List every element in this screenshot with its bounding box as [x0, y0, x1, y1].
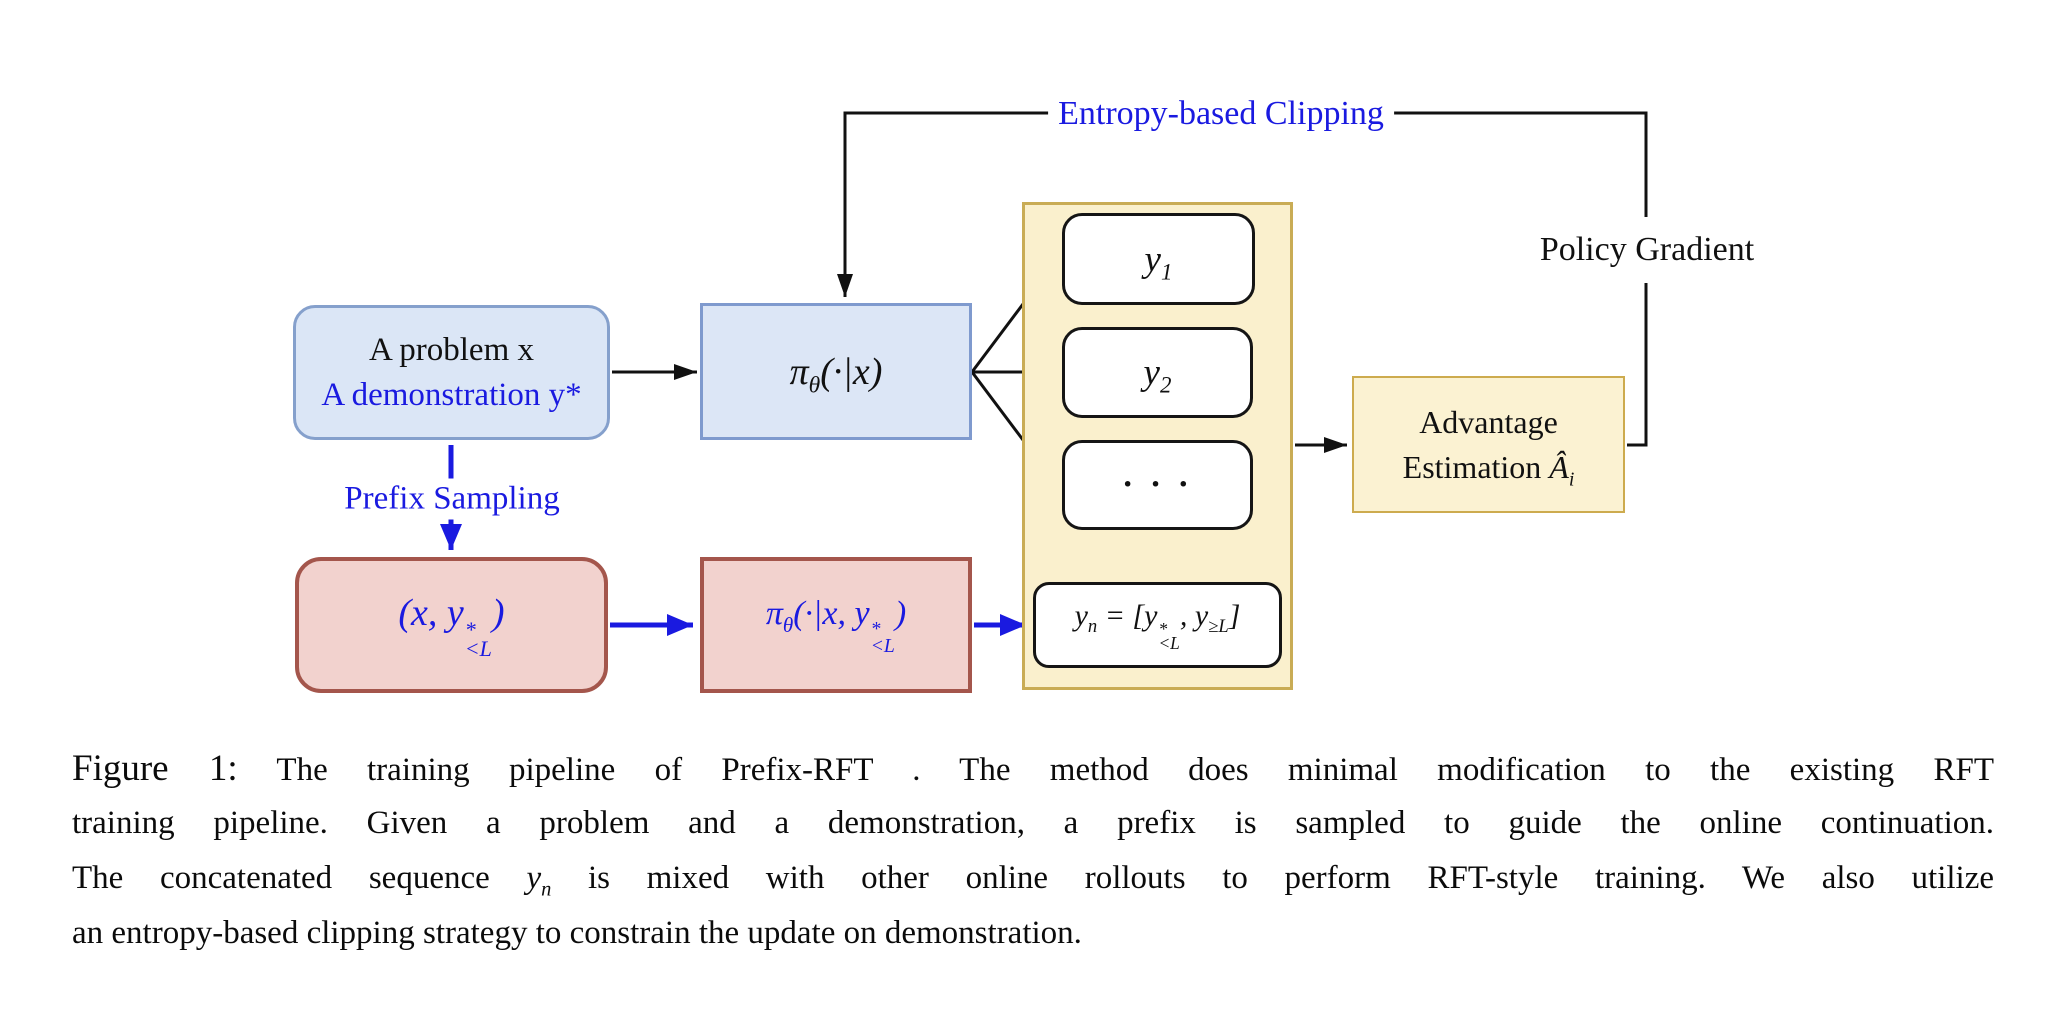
rollout-dots-box: · · ·: [1062, 440, 1253, 530]
y1-formula: y1: [1144, 238, 1173, 284]
caption-line-2: training pipeline. Given a problem and a…: [72, 805, 1994, 841]
caption-line-1: Figure 1: The training pipeline of Prefi…: [72, 748, 1995, 789]
prefix-pair-box: (x, y*<L): [295, 557, 608, 693]
figure-number: Figure 1:: [72, 748, 238, 789]
advantage-line2: Estimation Âi: [1402, 448, 1575, 490]
policy-prefix-formula: πθ(·|x, y*<L): [765, 595, 907, 657]
figure-caption: Figure 1: The training pipeline of Prefi…: [72, 741, 1994, 961]
problem-text: A problem x: [369, 331, 534, 368]
rollout-yn-box: yn = [y*<L, y≥L]: [1033, 582, 1282, 668]
yn-formula: yn = [y*<L, y≥L]: [1074, 598, 1241, 654]
caption-line-3: The concatenated sequence yn is mixed wi…: [72, 860, 1994, 901]
policy-online-box: πθ(·|x): [700, 303, 972, 440]
advantage-estimation-box: Advantage Estimation Âi: [1352, 376, 1625, 513]
problem-demonstration-box: A problem x A demonstration y*: [293, 305, 610, 440]
rollout-y1-box: y1: [1062, 213, 1255, 305]
y2-formula: y2: [1143, 352, 1172, 398]
policy-gradient-label: Policy Gradient: [1531, 217, 1763, 283]
dots-text: · · ·: [1121, 466, 1194, 503]
caption-line-4: an entropy-based clipping strategy to co…: [72, 915, 1082, 951]
entropy-clipping-label: Entropy-based Clipping: [1048, 95, 1394, 133]
prefix-pair-formula: (x, y*<L): [398, 592, 505, 662]
advantage-line1: Advantage: [1419, 403, 1558, 440]
prefix-sampling-label: Prefix Sampling: [336, 478, 568, 520]
policy-online-formula: πθ(·|x): [789, 350, 883, 399]
demonstration-text: A demonstration y*: [321, 376, 582, 413]
policy-prefix-box: πθ(·|x, y*<L): [700, 557, 972, 693]
rollout-y2-box: y2: [1062, 327, 1253, 418]
